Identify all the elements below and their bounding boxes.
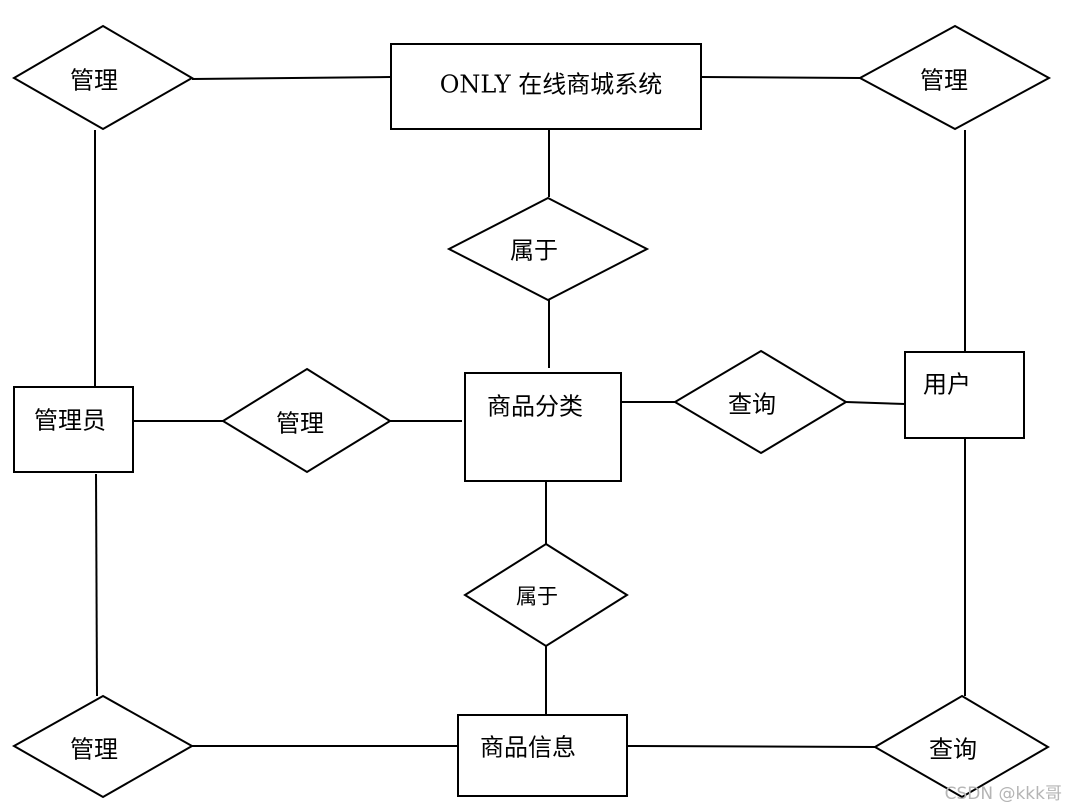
entity-user-label: 用户 bbox=[923, 371, 971, 399]
relationship-query-middle: 查询 bbox=[673, 349, 848, 455]
entity-user: 用户 bbox=[904, 351, 1025, 439]
watermark: CSDN @kkk哥 bbox=[945, 784, 1062, 804]
entity-category: 商品分类 bbox=[464, 372, 622, 482]
relationship-belong-bottom: 属于 bbox=[463, 542, 629, 648]
edges bbox=[94, 76, 966, 748]
entity-product: 商品信息 bbox=[457, 714, 628, 797]
relationship-manage-top-right-label: 管理 bbox=[920, 67, 968, 95]
relationship-query-bottom-right-label: 查询 bbox=[929, 736, 977, 764]
relationship-manage-top-left: 管理 bbox=[12, 24, 194, 131]
entity-system-label: ONLY 在线商城系统 bbox=[440, 71, 663, 99]
relationship-manage-middle-label: 管理 bbox=[276, 410, 324, 438]
entity-admin-label: 管理员 bbox=[34, 407, 106, 435]
relationship-query-middle-label: 查询 bbox=[728, 391, 776, 419]
entity-category-label: 商品分类 bbox=[487, 393, 583, 421]
relationship-manage-top-right: 管理 bbox=[857, 24, 1052, 131]
edge-query-mid-to-user bbox=[845, 401, 906, 405]
entity-product-label: 商品信息 bbox=[480, 734, 576, 762]
relationship-manage-bottom-left-label: 管理 bbox=[70, 736, 118, 764]
edge-product-to-query-br bbox=[626, 745, 876, 748]
relationship-manage-top-left-label: 管理 bbox=[70, 67, 118, 95]
edge-admin-to-manage-bl bbox=[95, 473, 98, 697]
entity-system: ONLY 在线商城系统 bbox=[390, 43, 702, 130]
entity-admin: 管理员 bbox=[13, 386, 134, 473]
relationship-manage-middle: 管理 bbox=[221, 367, 392, 474]
relationship-manage-bottom-left: 管理 bbox=[11, 694, 195, 799]
relationship-belong-top: 属于 bbox=[446, 196, 650, 302]
relationship-query-bottom-right: 查询 bbox=[873, 694, 1050, 799]
edge-system-to-manage-tr bbox=[700, 76, 861, 79]
relationship-belong-bottom-label: 属于 bbox=[516, 585, 558, 609]
relationship-belong-top-label: 属于 bbox=[510, 237, 558, 265]
edge-manage-tl-to-system bbox=[191, 76, 391, 80]
